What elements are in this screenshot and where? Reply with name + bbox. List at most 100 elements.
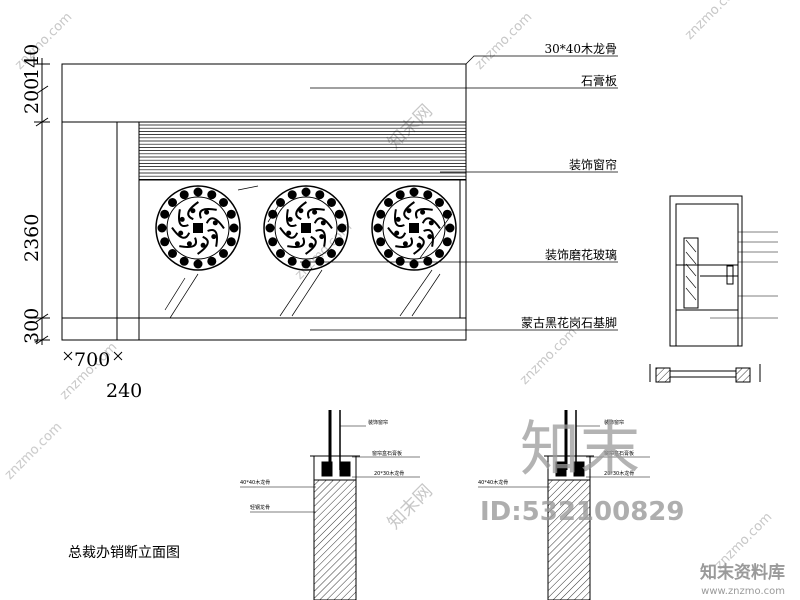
label-curtain: 装饰窗帘	[569, 157, 617, 172]
medallion-outer-ornament	[268, 237, 278, 247]
medallion-inner-dot	[287, 216, 293, 222]
medallion-inner-swirl	[423, 229, 434, 247]
medallion-outer-ornament	[160, 237, 170, 247]
medallion-outer-ornament	[384, 198, 393, 207]
medallion-outer-ornament	[268, 209, 278, 219]
medallion-inner-swirl	[279, 227, 299, 239]
medallion-inner-swirl	[313, 217, 333, 229]
door-elevation	[669, 195, 778, 347]
medallion-inner-dot	[204, 209, 210, 215]
brand-logo-name: 知末资料库	[699, 562, 785, 583]
medallion-inner-swirl	[179, 237, 197, 248]
watermark-diagonal-text: znzmo.com	[517, 325, 580, 388]
dim-140: 140	[21, 44, 43, 80]
medallion-inner-dot	[420, 209, 426, 215]
detail-note: 40*40木龙骨	[240, 479, 270, 486]
detail-note: 20*30木龙骨	[374, 470, 404, 477]
label-stone-base: 蒙古黑花岗石基脚	[521, 315, 617, 330]
medallion-inner-swirl	[421, 217, 441, 229]
medallion-inner-dot	[178, 230, 184, 236]
medallion-outer-ornament	[265, 223, 275, 233]
medallion-inner-swirl	[305, 235, 317, 255]
medallion-outer-ornament	[376, 237, 386, 247]
medallion-inner-swirl	[187, 201, 199, 221]
medallion-inner-dot	[286, 230, 292, 236]
medallion-outer-ornament	[219, 249, 228, 258]
medallion-inner-dot	[298, 208, 304, 214]
brand-logo-url: www.znzmo.com	[701, 586, 785, 597]
label-etched-glass: 装饰磨花玻璃	[545, 247, 617, 262]
medallion-inner-dot	[294, 241, 300, 247]
medallion-inner-dot	[395, 216, 401, 222]
medallion-outer-ornament	[193, 187, 203, 197]
curtain-slats	[139, 124, 466, 180]
medallion-inner-swirl	[287, 237, 305, 248]
medallion-outer-ornament	[276, 198, 285, 207]
medallion-outer-ornament	[207, 256, 217, 266]
detail-note: 装饰窗帘	[368, 419, 388, 426]
medallion-outer-ornament	[315, 256, 325, 266]
vertical-dimension-line	[34, 58, 50, 345]
dim-200: 200	[21, 78, 43, 114]
medallion-inner-swirl	[415, 208, 433, 219]
medallion-inner-dot	[416, 242, 422, 248]
medallion-outer-ornament	[193, 259, 203, 269]
section-detail-left	[240, 410, 420, 600]
medallion-inner-swirl	[295, 201, 307, 221]
medallion-outer-ornament	[168, 198, 177, 207]
medallion-outer-ornament	[337, 223, 347, 233]
medallion-inner-swirl	[178, 209, 189, 227]
medallion-inner-dot	[200, 242, 206, 248]
medallion-outer-ornament	[395, 190, 405, 200]
medallion-outer-ornament	[160, 209, 170, 219]
medallion-inner-dot	[179, 216, 185, 222]
medallion-inner-swirl	[207, 229, 218, 247]
medallion-outer-ornament	[376, 209, 386, 219]
medallion-outer-ornament	[435, 249, 444, 258]
medallion-inner-dot	[190, 208, 196, 214]
section-detail-right	[478, 410, 650, 600]
medallion-outer-ornament	[445, 223, 455, 233]
medallion-inner-swirl	[286, 209, 297, 227]
medallion-outer-ornament	[157, 223, 167, 233]
medallion-outer-ornament	[301, 187, 311, 197]
watermark-diagonal-text: znzmo.com	[472, 10, 535, 73]
horizontal-dimension	[63, 351, 123, 361]
medallion-outer-ornament	[435, 198, 444, 207]
medallion-inner-dot	[319, 234, 325, 240]
medallion-outer-ornament	[287, 256, 297, 266]
medallion-inner-swirl	[395, 237, 413, 248]
medallion-inner-dot	[308, 242, 314, 248]
medallion-inner-dot	[312, 209, 318, 215]
medallion-outer-ornament	[276, 249, 285, 258]
medallion-inner-dot	[212, 220, 218, 226]
medallion-outer-ornament	[168, 249, 177, 258]
watermark-brand: 知末	[520, 415, 640, 485]
medallion-inner-dot	[406, 208, 412, 214]
medallion-inner-swirl	[413, 235, 425, 255]
medallion-outer-ornament	[179, 190, 189, 200]
medallion-inner-swirl	[307, 208, 325, 219]
detail-note: 窗帘盒石膏板	[372, 450, 402, 457]
medallion-inner-swirl	[315, 229, 326, 247]
dim-700: 700	[74, 349, 110, 371]
medallion-outer-ornament	[226, 237, 236, 247]
medallion-outer-ornament	[226, 209, 236, 219]
medallion-outer-ornament	[409, 259, 419, 269]
medallion-outer-ornament	[442, 237, 452, 247]
medallion-outer-ornament	[334, 209, 344, 219]
medallion-outer-ornament	[229, 223, 239, 233]
label-timber-frame: 30*40木龙骨	[544, 42, 617, 56]
medallion-outer-ornament	[409, 187, 419, 197]
medallion-outer-ornament	[219, 198, 228, 207]
watermark-diagonal-text: znzmo.com	[2, 420, 65, 483]
medallion-outer-ornament	[442, 209, 452, 219]
medallion-inner-dot	[211, 234, 217, 240]
detail-note: 装饰窗帘	[604, 419, 624, 426]
medallion-inner-swirl	[387, 227, 407, 239]
decorative-medallion-right	[371, 185, 457, 271]
medallion-inner-dot	[402, 241, 408, 247]
detail-note: 轻钢龙骨	[250, 504, 270, 511]
medallion-outer-ornament	[423, 256, 433, 266]
medallion-outer-ornament	[301, 259, 311, 269]
